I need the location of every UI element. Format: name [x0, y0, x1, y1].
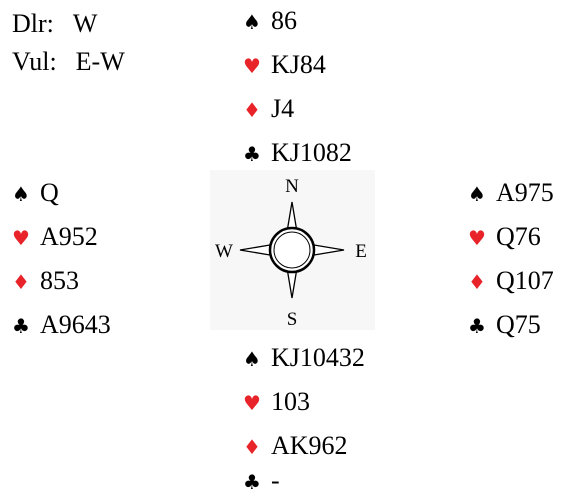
- north-diamonds-cards: J4: [271, 94, 295, 123]
- dealer-info: Dlr: W: [12, 9, 97, 39]
- heart-icon: ♥: [243, 54, 261, 78]
- diamond-icon: ♦: [468, 270, 486, 294]
- east-clubs: ♣ Q75: [468, 310, 541, 341]
- north-clubs: ♣ KJ1082: [243, 138, 352, 169]
- spade-icon: ♠: [243, 10, 261, 34]
- club-icon: ♣: [243, 470, 261, 494]
- west-clubs-cards: A9643: [40, 310, 111, 339]
- compass-rose-icon: N S W E: [215, 176, 367, 330]
- south-diamonds-cards: AK962: [271, 431, 348, 460]
- west-spades-cards: Q: [40, 178, 59, 207]
- heart-icon: ♥: [468, 226, 486, 250]
- west-spades: ♠Q: [12, 178, 59, 209]
- compass-label-north: N: [285, 176, 299, 197]
- club-icon: ♣: [243, 142, 261, 166]
- north-diamonds: ♦ J4: [243, 94, 294, 125]
- diamond-icon: ♦: [12, 270, 30, 294]
- club-icon: ♣: [12, 314, 30, 338]
- dealer-label: Dlr:: [12, 9, 54, 38]
- vulnerability-info: Vul: E-W: [12, 47, 125, 77]
- compass-rose: N S W E: [210, 170, 375, 330]
- compass-inner-ring: [273, 231, 311, 269]
- compass-label-south: S: [287, 309, 298, 330]
- dealer-value: W: [72, 9, 98, 38]
- vul-label: Vul:: [12, 47, 57, 76]
- west-arrow: [239, 244, 271, 256]
- north-spades-cards: 86: [271, 6, 297, 35]
- south-spades-cards: KJ10432: [271, 343, 365, 372]
- spade-icon: ♠: [243, 347, 261, 371]
- compass-label-west: W: [215, 241, 233, 262]
- west-diamonds: ♦ 853: [12, 266, 79, 297]
- north-hearts-cards: KJ84: [271, 50, 326, 79]
- vul-value: E-W: [75, 47, 125, 76]
- south-clubs-cards: -: [271, 466, 280, 495]
- east-diamonds-cards: Q107: [496, 266, 554, 295]
- spade-icon: ♠: [12, 182, 30, 206]
- south-spades: ♠ KJ10432: [243, 343, 365, 374]
- south-clubs: ♣-: [243, 466, 280, 497]
- north-hearts: ♥ KJ84: [243, 50, 326, 81]
- north-clubs-cards: KJ1082: [271, 138, 352, 167]
- south-hearts: ♥ 103: [243, 387, 310, 418]
- west-hearts-cards: A952: [40, 222, 98, 251]
- west-hearts: ♥ A952: [12, 222, 98, 253]
- east-arrow: [313, 244, 345, 256]
- club-icon: ♣: [468, 314, 486, 338]
- south-hearts-cards: 103: [271, 387, 310, 416]
- north-spades: ♠ 86: [243, 6, 297, 37]
- diamond-icon: ♦: [243, 435, 261, 459]
- east-spades: ♠ A975: [468, 178, 554, 209]
- east-diamonds: ♦ Q107: [468, 266, 554, 297]
- east-spades-cards: A975: [496, 178, 554, 207]
- spade-icon: ♠: [468, 182, 486, 206]
- compass-label-east: E: [355, 241, 367, 262]
- diamond-icon: ♦: [243, 98, 261, 122]
- east-hearts: ♥ Q76: [468, 222, 541, 253]
- south-diamonds: ♦ AK962: [243, 431, 348, 462]
- heart-icon: ♥: [12, 226, 30, 250]
- east-hearts-cards: Q76: [496, 222, 541, 251]
- heart-icon: ♥: [243, 391, 261, 415]
- west-clubs: ♣ A9643: [12, 310, 111, 341]
- west-diamonds-cards: 853: [40, 266, 79, 295]
- east-clubs-cards: Q75: [496, 310, 541, 339]
